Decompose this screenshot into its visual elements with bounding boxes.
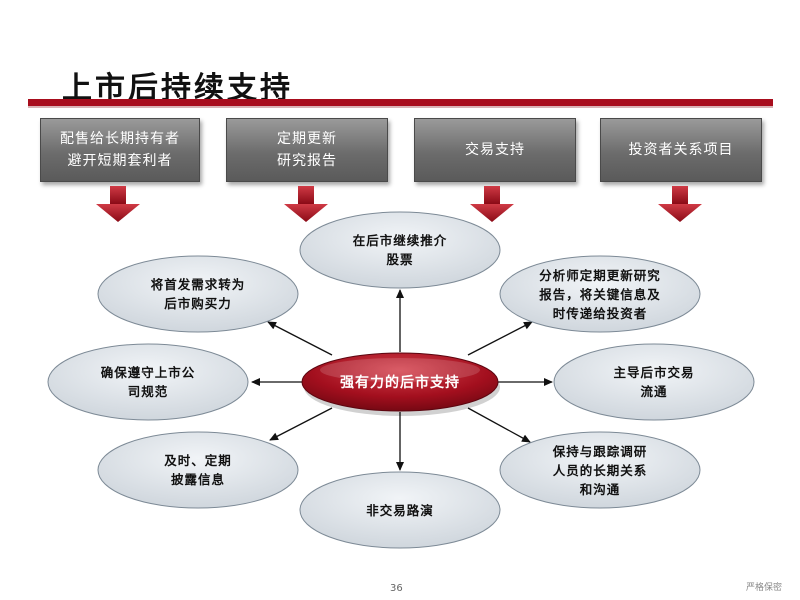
oval-left [47, 343, 249, 421]
oval-bottom-right [499, 431, 701, 509]
oval-top-right [499, 255, 701, 333]
oval-top-right-label: 分析师定期更新研究 报告，将关键信息及 时传递给投资者 [539, 267, 661, 321]
title-underline [28, 99, 773, 106]
connector-bottom-left [269, 407, 333, 441]
oval-top-label: 在后市继续推介 股票 [352, 233, 448, 267]
oval-top-left [97, 255, 299, 333]
header-box-investor-relations: 投资者关系项目 [600, 118, 762, 182]
oval-right-label: 主导后市交易 流通 [613, 365, 695, 399]
oval-bottom-left-label: 及时、定期 披露信息 [164, 453, 232, 487]
header-box-research: 定期更新 研究报告 [226, 118, 388, 182]
oval-bottom-left [97, 431, 299, 509]
down-arrow-3 [470, 186, 514, 222]
oval-right [553, 343, 755, 421]
down-arrow-4 [658, 186, 702, 222]
title-underline-shadow [28, 106, 773, 108]
oval-top [299, 211, 501, 289]
connector-top-right [467, 321, 533, 356]
oval-left-label: 确保遵守上市公 司规范 [100, 365, 196, 399]
oval-bottom-label: 非交易路演 [366, 502, 434, 518]
down-arrow-2 [284, 186, 328, 222]
confidential-mark: 严格保密 [746, 583, 783, 593]
header-box-trading: 交易支持 [414, 118, 576, 182]
page-number: 36 [390, 583, 403, 594]
connector-top-left [267, 321, 333, 356]
oval-top-left-label: 将首发需求转为 后市购买力 [150, 277, 246, 311]
header-box-placement: 配售给长期持有者 避开短期套利者 [40, 118, 200, 182]
oval-bottom [299, 471, 501, 549]
connector-bottom-right [467, 407, 531, 443]
down-arrow-1 [96, 186, 140, 222]
center-label: 强有力的后市支持 [340, 375, 460, 391]
oval-bottom-right-label: 保持与跟踪调研 人员的长期关系 和沟通 [552, 443, 648, 497]
center-oval [301, 352, 499, 412]
